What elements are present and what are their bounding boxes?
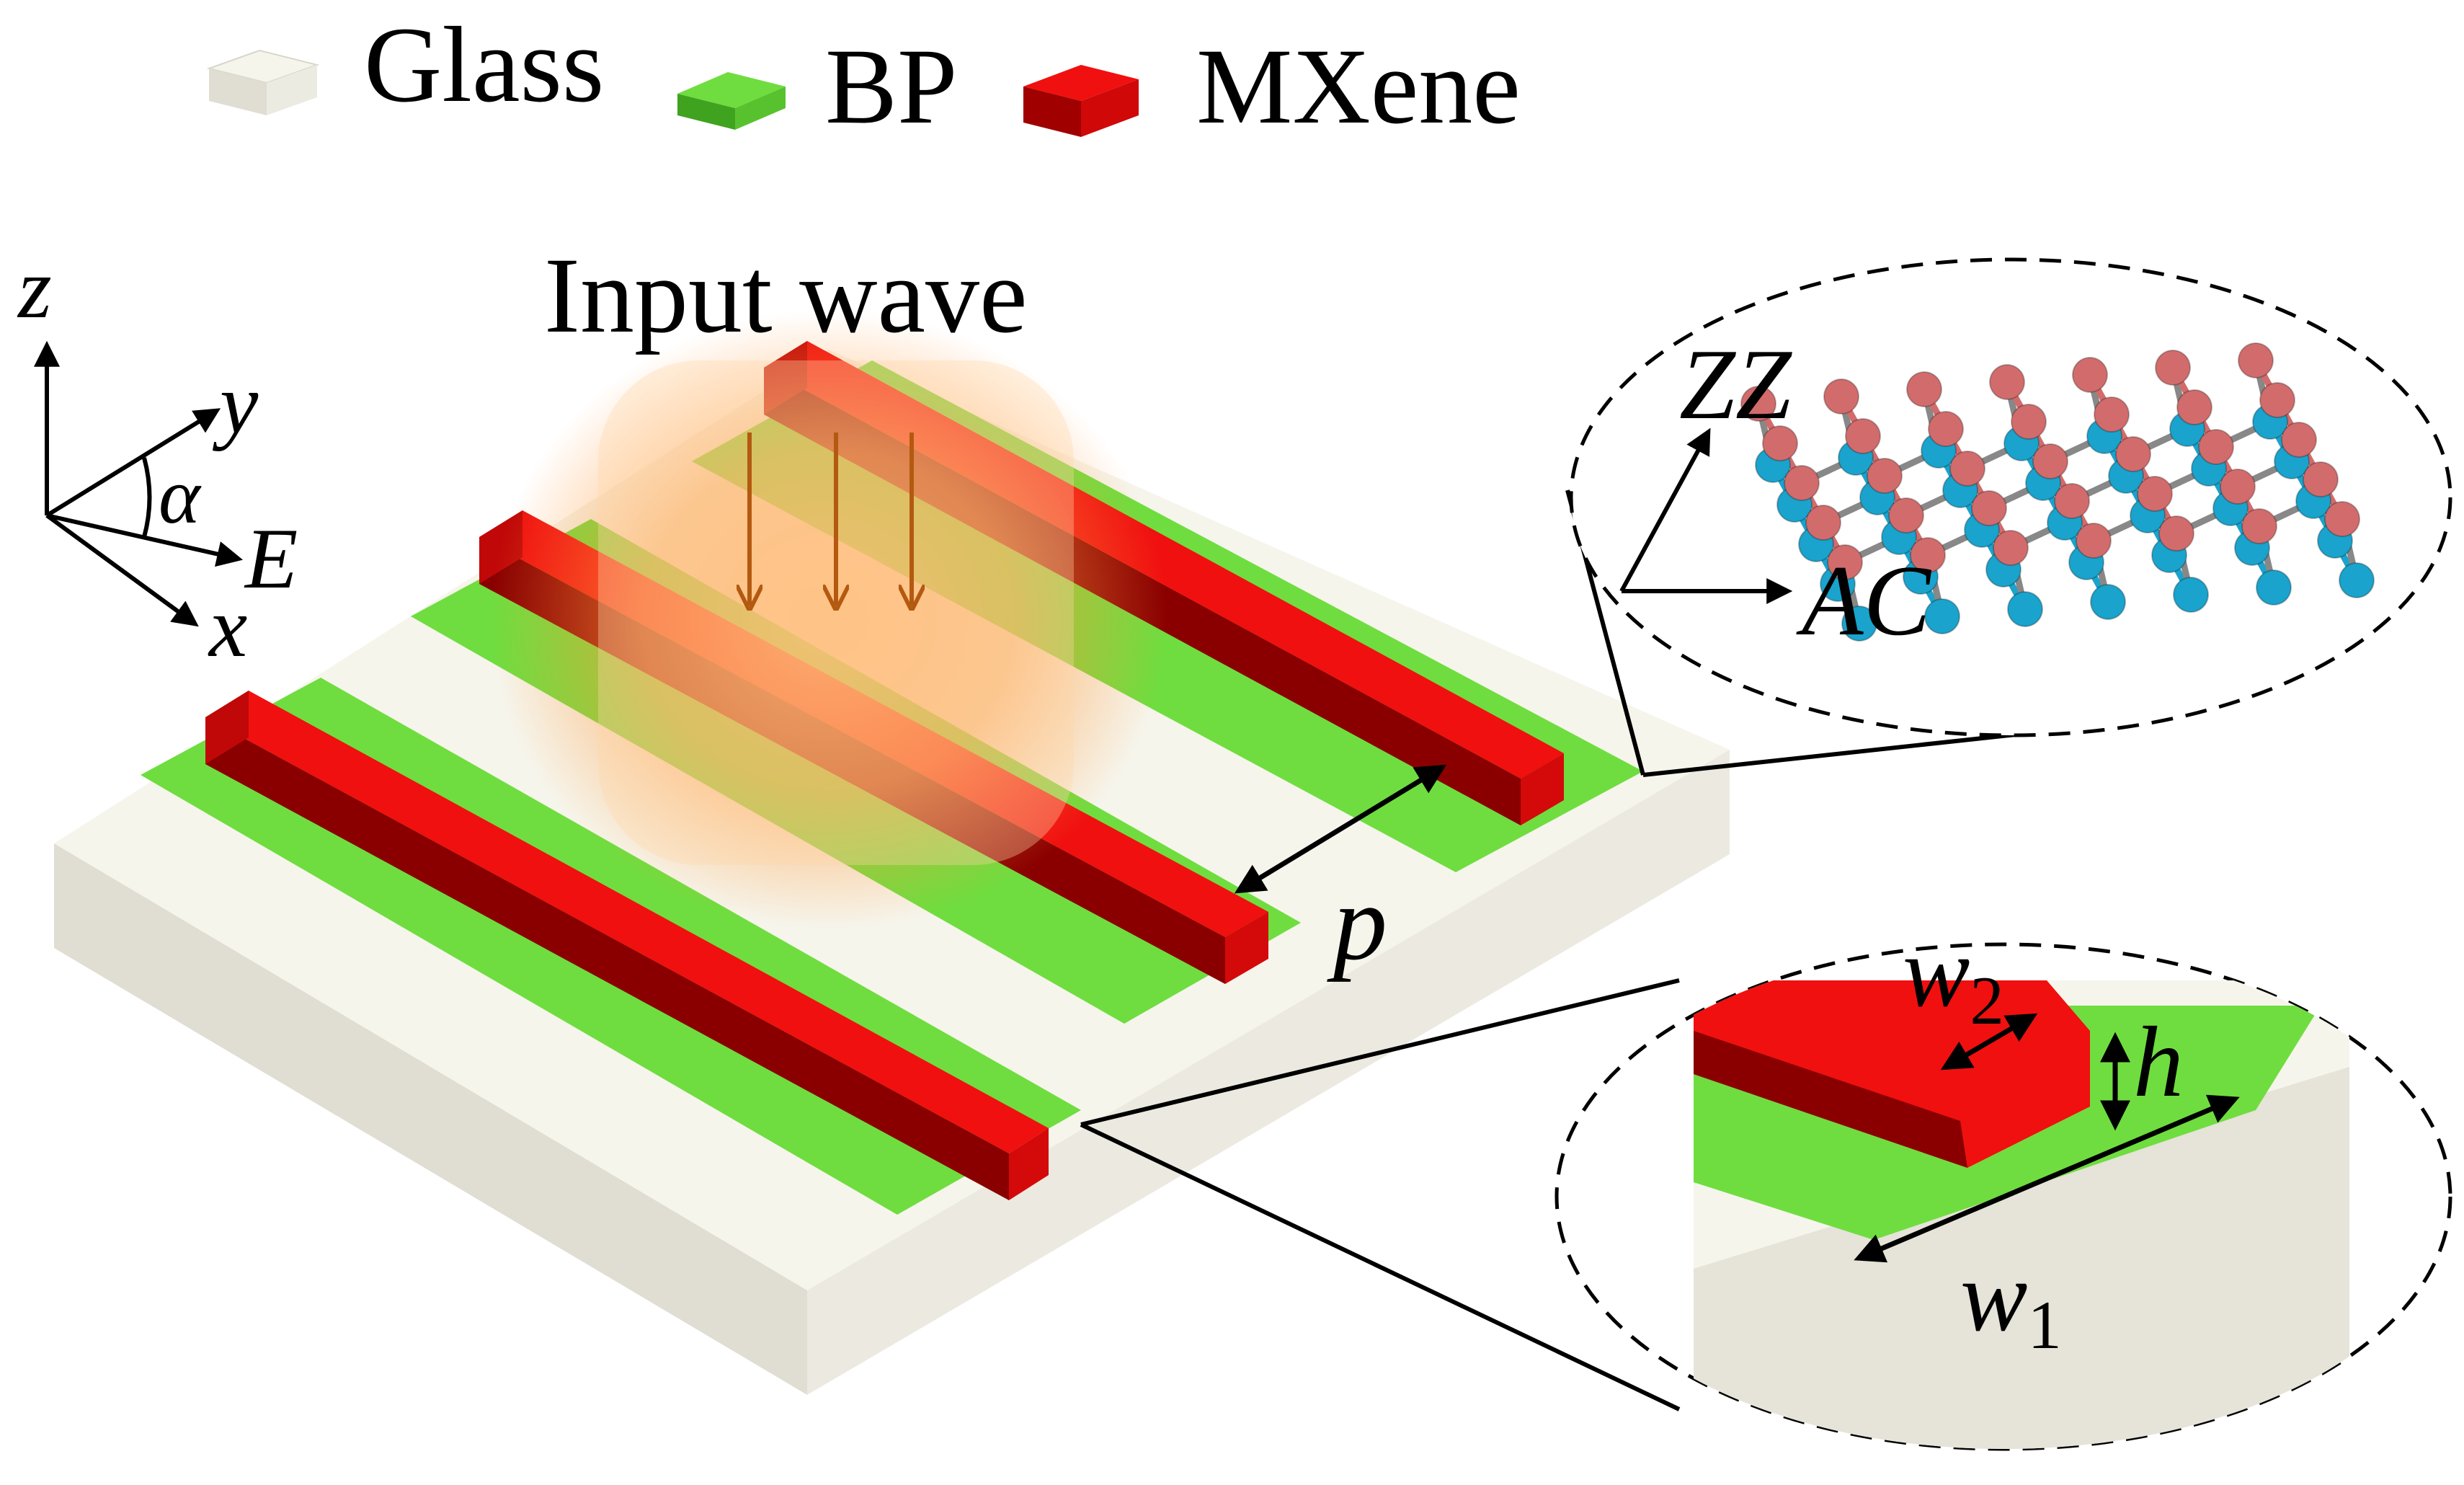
y-axis-label: y — [212, 355, 259, 451]
legend-glass-swatch — [206, 49, 320, 115]
legend-mxene-swatch — [1023, 65, 1139, 137]
lattice-atom-top — [1949, 451, 1985, 487]
legend-glass-label: Glass — [364, 5, 604, 125]
lattice-atom-top — [2011, 404, 2047, 440]
ac-label: AC — [1796, 545, 1932, 657]
zz-axis-arrow — [1619, 427, 1711, 593]
lattice-atom-top — [2076, 523, 2112, 559]
lattice-atom-top — [1971, 490, 2007, 526]
zz-label: ZZ — [1679, 329, 1793, 440]
bp-lattice-inset: ZZ AC — [1565, 257, 2452, 777]
lattice-atom-top — [1805, 505, 1841, 541]
zoom-leader — [1080, 978, 1680, 1127]
lattice-atom-top — [1827, 544, 1863, 580]
lattice-atom-top — [2072, 357, 2108, 393]
period-label: p — [1327, 863, 1387, 983]
lattice-atom-top — [2115, 436, 2151, 472]
lattice-atom-top — [1845, 418, 1881, 454]
lattice-atom-top — [1823, 378, 1859, 415]
lattice-atom-top — [2158, 515, 2194, 551]
lattice-atom-top — [2324, 501, 2360, 537]
alpha-arc — [142, 457, 152, 538]
lattice-atom-top — [2137, 476, 2173, 512]
lattice-atom-bottom — [2090, 584, 2126, 620]
lattice-atom-top — [1762, 425, 1798, 461]
glass-right-face — [807, 750, 1730, 1395]
lattice-atom-top — [2241, 508, 2277, 544]
e-field-label: E — [244, 510, 298, 606]
lattice-atom-top — [2281, 422, 2317, 458]
w2-arrow — [1940, 1013, 2038, 1070]
lattice-atom-bottom — [1924, 598, 1960, 634]
lattice-atom-top — [2259, 382, 2295, 418]
w1-base: w — [1960, 1241, 2027, 1352]
lattice-atom-top — [2155, 350, 2191, 386]
inset-leader — [1642, 726, 2076, 777]
e-vector — [46, 513, 244, 567]
legend-mxene-label: MXene — [1196, 27, 1521, 146]
lattice-atom-top — [1784, 465, 1820, 501]
period-arrow — [1234, 764, 1447, 894]
legend: Glass BP MXene — [206, 5, 1521, 146]
lattice-atom-top — [2176, 389, 2212, 425]
coordinate-axes — [34, 340, 244, 627]
w1-subscript: 1 — [2027, 1287, 2062, 1363]
w2-subscript: 2 — [1970, 962, 2004, 1039]
lattice-atom-bottom — [2339, 562, 2375, 598]
wave-beam — [598, 360, 1074, 865]
x-axis — [45, 513, 199, 627]
legend-bp-swatch — [677, 72, 786, 130]
lattice-atom-top — [2198, 429, 2234, 465]
lattice-atom-top — [1888, 497, 1924, 533]
lattice-atom-top — [2032, 443, 2068, 479]
lattice-atom-top — [1910, 537, 1946, 573]
lattice-atom-bottom — [2173, 577, 2209, 613]
mxene-ribbon — [205, 691, 1049, 1200]
lattice-atom-bottom — [2007, 591, 2043, 627]
glass-front-face — [54, 843, 807, 1395]
legend-bp-label: BP — [825, 27, 957, 146]
x-axis-label: x — [208, 579, 247, 675]
atomic-lattice — [1740, 342, 2375, 642]
y-axis — [45, 408, 221, 518]
w2-base: w — [1903, 916, 1970, 1028]
w1-label: w1 — [1960, 1241, 2062, 1363]
w2-label: w2 — [1903, 916, 2004, 1039]
w1-arrow — [1854, 1094, 2240, 1263]
lattice-atom-top — [2220, 469, 2256, 505]
lattice-atom-top — [2094, 396, 2130, 433]
lattice-atom-top — [2054, 483, 2090, 519]
input-wave: Input wave — [490, 236, 1167, 930]
lattice-atom-top — [1740, 386, 1776, 422]
wave-glow — [490, 310, 1167, 930]
alpha-label: α — [159, 452, 202, 540]
zoom-content — [1694, 980, 2349, 1449]
lattice-atom-bottom — [1841, 606, 1877, 642]
lattice-atom-top — [1928, 411, 1964, 447]
lattice-atom-top — [2303, 461, 2339, 497]
lattice-atom-top — [1867, 458, 1903, 494]
zoom-inset: w2 h w1 — [1080, 916, 2452, 1451]
lattice-atom-top — [1906, 371, 1942, 407]
lattice-atom-top — [2238, 342, 2274, 378]
period-indicator: p — [1234, 764, 1447, 983]
lattice-atom-top — [1989, 364, 2025, 400]
zoom-leader — [1080, 1122, 1681, 1411]
z-axis-label: z — [17, 240, 52, 336]
input-wave-label: Input wave — [544, 236, 1028, 355]
h-label: h — [2133, 1006, 2184, 1118]
lattice-atom-bottom — [2256, 569, 2292, 606]
lattice-atom-top — [1993, 530, 2029, 566]
